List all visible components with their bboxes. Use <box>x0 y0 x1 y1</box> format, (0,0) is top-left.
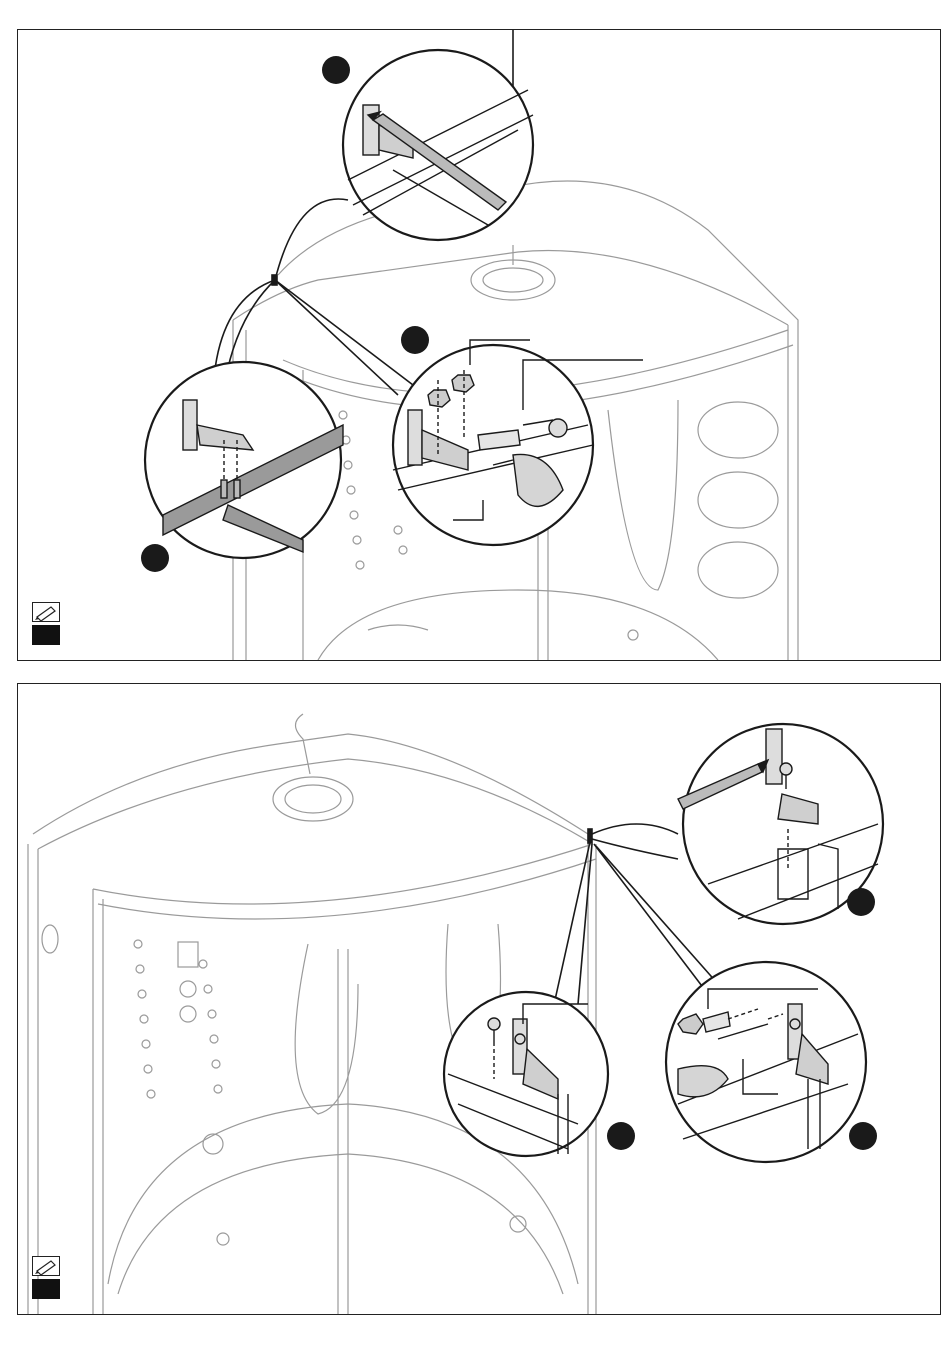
tool-badge <box>32 602 62 645</box>
tool-frame <box>32 602 60 622</box>
tool-label-box <box>32 625 60 645</box>
pencil-icon <box>33 1257 59 1275</box>
step-number-dot <box>322 56 350 84</box>
step-number-dot <box>607 1122 635 1150</box>
step-number-dot <box>401 326 429 354</box>
panel-top-drawing <box>18 30 940 660</box>
screw-bracket-detail <box>444 992 635 1156</box>
drill-and-anchor-detail <box>393 326 643 545</box>
instruction-panel-bottom <box>17 683 941 1315</box>
step-number-dot <box>849 1122 877 1150</box>
tool-frame <box>32 1256 60 1276</box>
step-number-dot <box>141 544 169 572</box>
pencil-marking-detail <box>322 50 533 240</box>
drill-anchor-detail <box>666 962 877 1162</box>
pencil-marking-detail <box>678 724 883 924</box>
panel-bottom-drawing <box>18 684 940 1314</box>
tool-label-box <box>32 1279 60 1299</box>
tool-badge <box>32 1256 62 1299</box>
bracket-on-rail-detail <box>141 362 343 572</box>
step-number-dot <box>847 888 875 916</box>
instruction-panel-top <box>17 29 941 661</box>
pencil-icon <box>33 603 59 621</box>
